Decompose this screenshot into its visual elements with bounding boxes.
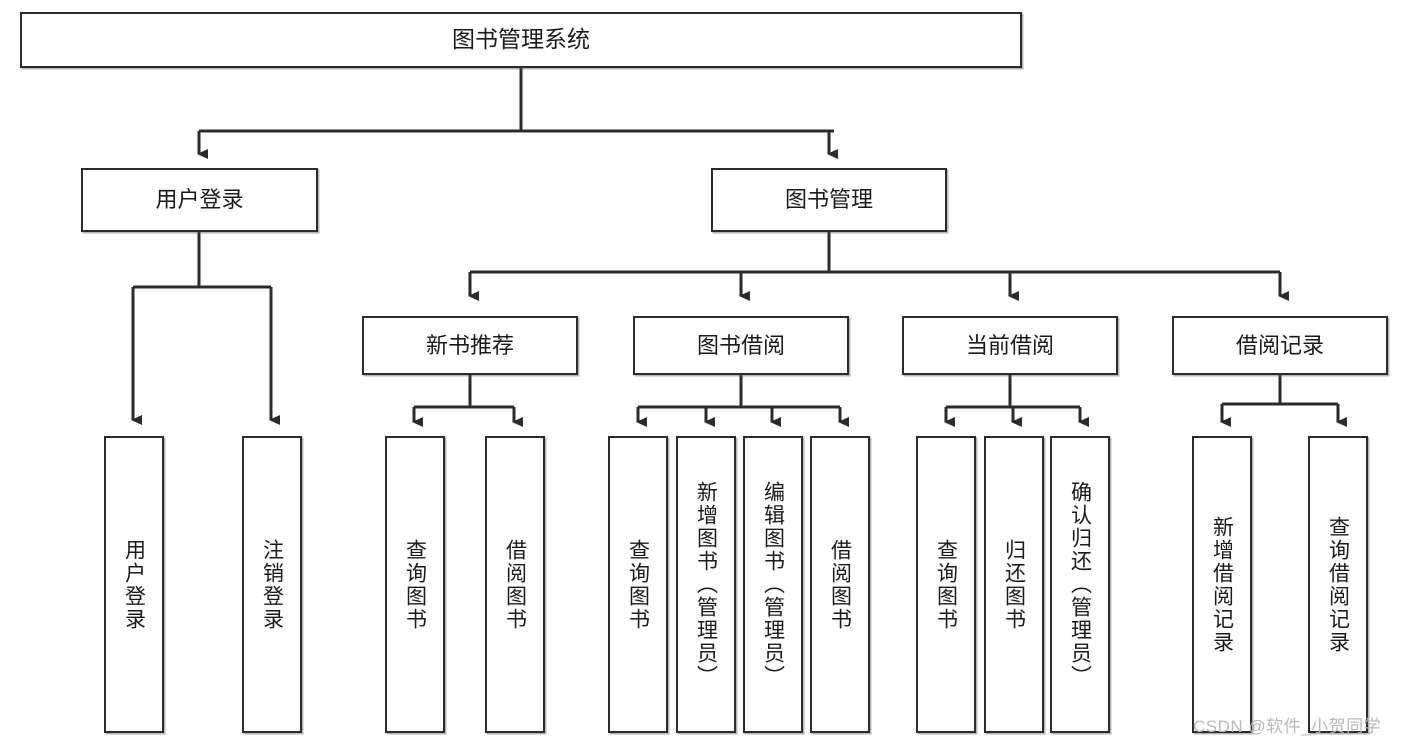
leaf-borrow-borrow-book[interactable]: 借阅图书 [810, 436, 870, 733]
node-label: 借阅图书 [828, 538, 852, 631]
leaf-current-confirm-return[interactable]: 确认归还（管理员） [1050, 436, 1110, 733]
node-label: 当前借阅 [965, 332, 1054, 358]
node-label: 用户登录 [122, 538, 146, 631]
node-label: 新增图书（管理员） [694, 481, 718, 688]
node-label: 用户登录 [155, 187, 244, 213]
node-current-borrow[interactable]: 当前借阅 [902, 316, 1118, 375]
node-label: 图书管理 [784, 187, 873, 213]
leaf-recommend-query-book[interactable]: 查询图书 [385, 436, 445, 733]
node-new-book-recommend[interactable]: 新书推荐 [362, 316, 578, 375]
leaf-current-return-book[interactable]: 归还图书 [984, 436, 1044, 733]
node-user-login[interactable]: 用户登录 [81, 168, 318, 232]
node-label: 注销登录 [260, 538, 284, 631]
node-label: 查询图书 [403, 538, 427, 631]
node-label: 新增借阅记录 [1210, 515, 1234, 654]
node-book-borrow[interactable]: 图书借阅 [633, 316, 849, 375]
node-label: 借阅图书 [503, 538, 527, 631]
node-borrow-record[interactable]: 借阅记录 [1172, 316, 1388, 375]
leaf-record-add-record[interactable]: 新增借阅记录 [1192, 436, 1252, 733]
node-label: 借阅记录 [1235, 332, 1324, 358]
node-root-system[interactable]: 图书管理系统 [20, 12, 1022, 68]
leaf-record-query-record[interactable]: 查询借阅记录 [1308, 436, 1368, 733]
node-label: 图书借阅 [696, 332, 785, 358]
node-label: 新书推荐 [425, 332, 514, 358]
node-label: 图书管理系统 [452, 26, 590, 53]
leaf-user-login-signout[interactable]: 注销登录 [242, 436, 302, 733]
node-label: 确认归还（管理员） [1068, 481, 1092, 688]
node-label: 归还图书 [1002, 538, 1026, 631]
node-label: 查询图书 [934, 538, 958, 631]
node-label: 查询借阅记录 [1326, 515, 1350, 654]
leaf-user-login-signin[interactable]: 用户登录 [104, 436, 164, 733]
node-label: 编辑图书（管理员） [761, 481, 785, 688]
leaf-current-query-book[interactable]: 查询图书 [916, 436, 976, 733]
leaf-borrow-add-book[interactable]: 新增图书（管理员） [676, 436, 736, 733]
leaf-borrow-query-book[interactable]: 查询图书 [608, 436, 668, 733]
leaf-borrow-edit-book[interactable]: 编辑图书（管理员） [743, 436, 803, 733]
node-label: 查询图书 [626, 538, 650, 631]
leaf-recommend-borrow-book[interactable]: 借阅图书 [485, 436, 545, 733]
node-book-management[interactable]: 图书管理 [711, 168, 947, 232]
